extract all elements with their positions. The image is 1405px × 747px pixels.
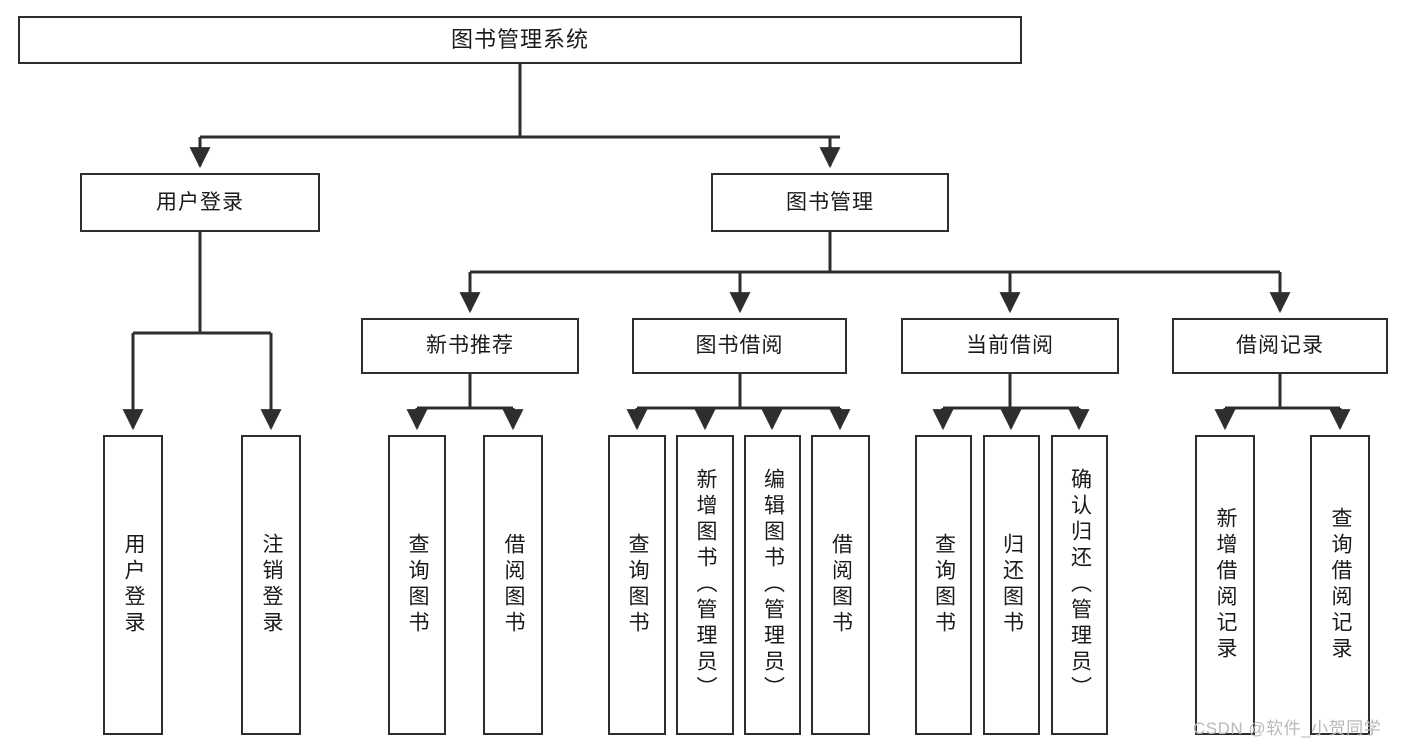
- node-leaf-user-logout[interactable]: 注销登录: [241, 435, 301, 735]
- node-leaf-query-book-3[interactable]: 查询图书: [915, 435, 972, 735]
- node-user-login[interactable]: 用户登录: [80, 173, 320, 232]
- node-leaf-query-book-1[interactable]: 查询图书: [388, 435, 446, 735]
- node-leaf-query-record-label: 查询借阅记录: [1329, 507, 1353, 663]
- node-leaf-user-logout-label: 注销登录: [260, 533, 284, 637]
- node-leaf-query-record[interactable]: 查询借阅记录: [1310, 435, 1370, 735]
- node-leaf-add-record-label: 新增借阅记录: [1214, 507, 1238, 663]
- node-user-login-label: 用户登录: [156, 190, 244, 214]
- node-leaf-return-book[interactable]: 归还图书: [983, 435, 1040, 735]
- node-root[interactable]: 图书管理系统: [18, 16, 1022, 64]
- node-leaf-edit-book[interactable]: 编辑图书（管理员）: [744, 435, 801, 735]
- node-leaf-add-book-label: 新增图书（管理员）: [694, 468, 718, 702]
- node-new-book-rec[interactable]: 新书推荐: [361, 318, 579, 374]
- node-book-borrow[interactable]: 图书借阅: [632, 318, 847, 374]
- node-leaf-borrow-book-1[interactable]: 借阅图书: [483, 435, 543, 735]
- node-borrow-record[interactable]: 借阅记录: [1172, 318, 1388, 374]
- node-leaf-edit-book-label: 编辑图书（管理员）: [761, 468, 785, 702]
- node-leaf-query-book-2[interactable]: 查询图书: [608, 435, 666, 735]
- csdn-watermark: CSDN @软件_小贺同学: [1193, 719, 1382, 738]
- node-leaf-add-book[interactable]: 新增图书（管理员）: [676, 435, 734, 735]
- node-leaf-borrow-book-2[interactable]: 借阅图书: [811, 435, 870, 735]
- node-book-manage[interactable]: 图书管理: [711, 173, 949, 232]
- node-leaf-add-record[interactable]: 新增借阅记录: [1195, 435, 1255, 735]
- node-current-borrow-label: 当前借阅: [966, 334, 1054, 358]
- node-new-book-rec-label: 新书推荐: [426, 334, 514, 358]
- node-book-manage-label: 图书管理: [786, 190, 874, 214]
- node-book-borrow-label: 图书借阅: [695, 334, 784, 358]
- node-root-label: 图书管理系统: [450, 26, 589, 52]
- node-borrow-record-label: 借阅记录: [1236, 334, 1324, 358]
- node-leaf-user-login-label: 用户登录: [122, 533, 146, 637]
- node-leaf-query-book-2-label: 查询图书: [626, 533, 650, 637]
- node-leaf-return-book-label: 归还图书: [1000, 533, 1024, 637]
- node-leaf-query-book-1-label: 查询图书: [406, 533, 430, 637]
- node-current-borrow[interactable]: 当前借阅: [901, 318, 1119, 374]
- node-leaf-query-book-3-label: 查询图书: [932, 533, 956, 637]
- node-leaf-borrow-book-2-label: 借阅图书: [829, 533, 853, 637]
- node-leaf-user-login[interactable]: 用户登录: [103, 435, 163, 735]
- node-leaf-confirm-return-label: 确认归还（管理员）: [1068, 468, 1092, 702]
- node-leaf-confirm-return[interactable]: 确认归还（管理员）: [1051, 435, 1108, 735]
- node-leaf-borrow-book-1-label: 借阅图书: [502, 533, 526, 637]
